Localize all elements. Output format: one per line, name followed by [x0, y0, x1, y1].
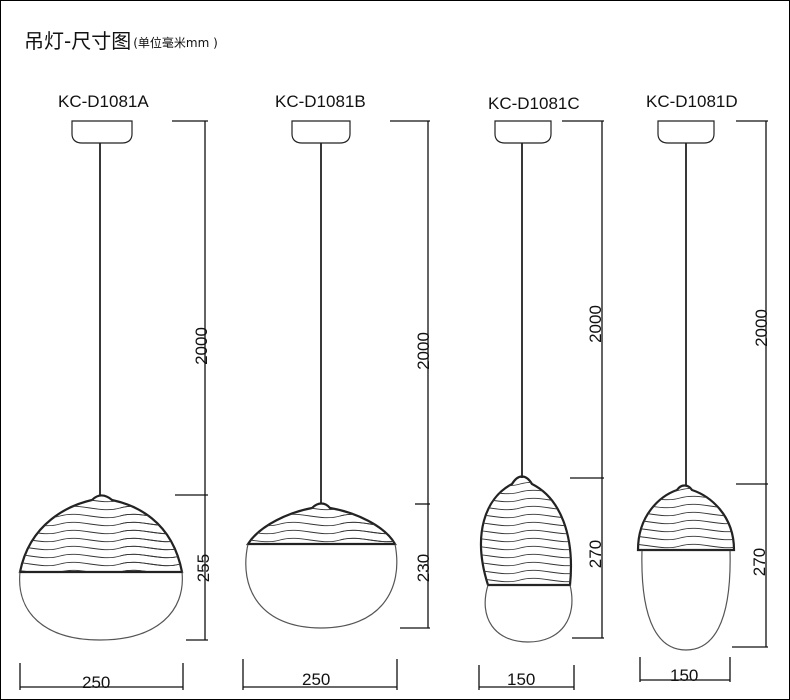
model-label-c: KC-D1081C — [488, 94, 580, 113]
lamp-b — [245, 120, 398, 629]
page-title: 吊灯-尺寸图(单位毫米mm ) — [24, 25, 218, 54]
shade-d-glass — [641, 549, 731, 651]
shade-height-label-a: 255 — [194, 553, 213, 583]
shade-width-label-c: 150 — [507, 670, 536, 689]
shade-a-glass — [19, 571, 183, 641]
cord-length-label-c: 2000 — [586, 305, 605, 343]
shade-height-label-b: 230 — [414, 553, 433, 583]
cord-length-label-b: 2000 — [414, 332, 433, 370]
shade-c-top — [480, 475, 572, 587]
shade-height-label-c: 270 — [586, 539, 605, 569]
cord-length-label-d: 2000 — [752, 309, 771, 347]
dimension-lines — [19, 120, 768, 690]
canopy-c — [494, 120, 552, 144]
shade-b-glass — [245, 543, 398, 629]
lamp-c — [480, 120, 573, 643]
canopy-a — [71, 120, 133, 144]
shade-c-glass — [484, 584, 573, 643]
model-label-d: KC-D1081D — [646, 92, 738, 111]
title-text: 吊灯-尺寸图 — [24, 29, 132, 53]
model-label-b: KC-D1081B — [275, 92, 366, 111]
shade-d-top — [636, 484, 736, 552]
lamp-a — [18, 120, 184, 641]
canopy-d — [657, 120, 715, 144]
canopy-b — [291, 120, 351, 144]
shade-width-label-d: 150 — [670, 666, 699, 685]
shade-width-label-b: 250 — [302, 670, 331, 689]
model-label-a: KC-D1081A — [58, 92, 149, 111]
shade-a-top — [18, 494, 184, 574]
lamp-d — [636, 120, 736, 651]
shade-width-label-a: 250 — [82, 673, 111, 692]
unit-note: (单位毫米mm ) — [133, 36, 218, 50]
cord-length-label-a: 2000 — [192, 327, 211, 365]
shade-height-label-d: 270 — [750, 547, 769, 577]
